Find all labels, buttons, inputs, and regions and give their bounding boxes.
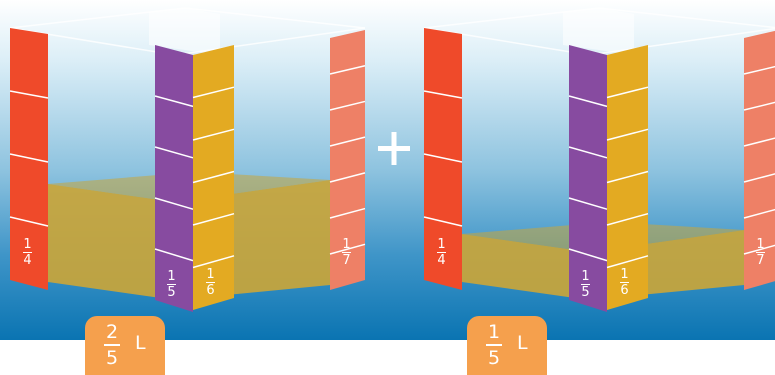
container-back-pillar bbox=[563, 8, 634, 55]
ruler-tick bbox=[606, 212, 649, 226]
ruler-1-5-right bbox=[568, 45, 608, 312]
ruler-tick bbox=[743, 208, 775, 219]
ruler-tick bbox=[329, 172, 366, 183]
ruler-tick bbox=[9, 90, 49, 99]
container-left bbox=[9, 7, 366, 312]
ruler-1-6-right bbox=[606, 45, 649, 310]
ruler-tick bbox=[329, 64, 366, 75]
ruler-tick bbox=[743, 65, 775, 75]
ruler-tick bbox=[743, 101, 775, 111]
ruler-tick bbox=[423, 90, 463, 99]
ruler-tick bbox=[154, 248, 194, 262]
ruler-body bbox=[744, 30, 775, 290]
liquid-front-left bbox=[48, 184, 175, 300]
ruler-tick bbox=[192, 255, 235, 269]
container-top-rim-back bbox=[9, 7, 366, 29]
ruler-tick bbox=[154, 95, 194, 108]
ruler-tick bbox=[743, 137, 775, 147]
ruler-tick bbox=[743, 173, 775, 183]
plus-icon bbox=[378, 132, 410, 165]
ruler-tick bbox=[192, 170, 235, 184]
ruler-body bbox=[569, 45, 607, 312]
ruler-tick bbox=[606, 86, 649, 99]
liquid-front-left bbox=[462, 234, 589, 300]
containers-layer bbox=[9, 7, 775, 312]
ruler-tick bbox=[568, 248, 608, 262]
ruler-tick bbox=[606, 255, 649, 269]
ruler-1-4-right bbox=[423, 28, 463, 290]
ruler-tick bbox=[423, 153, 463, 163]
container-top-rim-back bbox=[423, 7, 775, 29]
ruler-1-7-left bbox=[329, 30, 366, 290]
ruler-tick bbox=[329, 136, 366, 147]
ruler-tick bbox=[9, 216, 49, 227]
volume-unit-right: L bbox=[517, 332, 528, 354]
ruler-body bbox=[155, 45, 193, 312]
ruler-tick bbox=[329, 243, 366, 255]
ruler-1-7-right bbox=[743, 30, 775, 290]
volume-unit-left: L bbox=[135, 332, 146, 354]
ruler-tick bbox=[192, 86, 235, 99]
ruler-tick bbox=[9, 153, 49, 163]
ruler-1-5-left bbox=[154, 45, 194, 312]
ruler-1-6-left bbox=[192, 45, 235, 310]
ruler-tick bbox=[606, 170, 649, 184]
ruler-tick bbox=[192, 212, 235, 226]
ruler-tick bbox=[154, 197, 194, 210]
ruler-tick bbox=[329, 207, 366, 219]
ruler-tick bbox=[568, 146, 608, 159]
ruler-tick bbox=[568, 197, 608, 210]
ruler-body bbox=[330, 30, 365, 290]
ruler-tick bbox=[743, 244, 775, 255]
container-back-pillar bbox=[149, 8, 220, 55]
ruler-tick bbox=[192, 128, 235, 141]
ruler-tick bbox=[568, 95, 608, 108]
ruler-1-4-left bbox=[9, 28, 49, 290]
ruler-tick bbox=[154, 146, 194, 159]
ruler-tick bbox=[329, 100, 366, 111]
container-right bbox=[423, 7, 775, 312]
ruler-tick bbox=[606, 128, 649, 141]
ruler-tick bbox=[423, 216, 463, 227]
